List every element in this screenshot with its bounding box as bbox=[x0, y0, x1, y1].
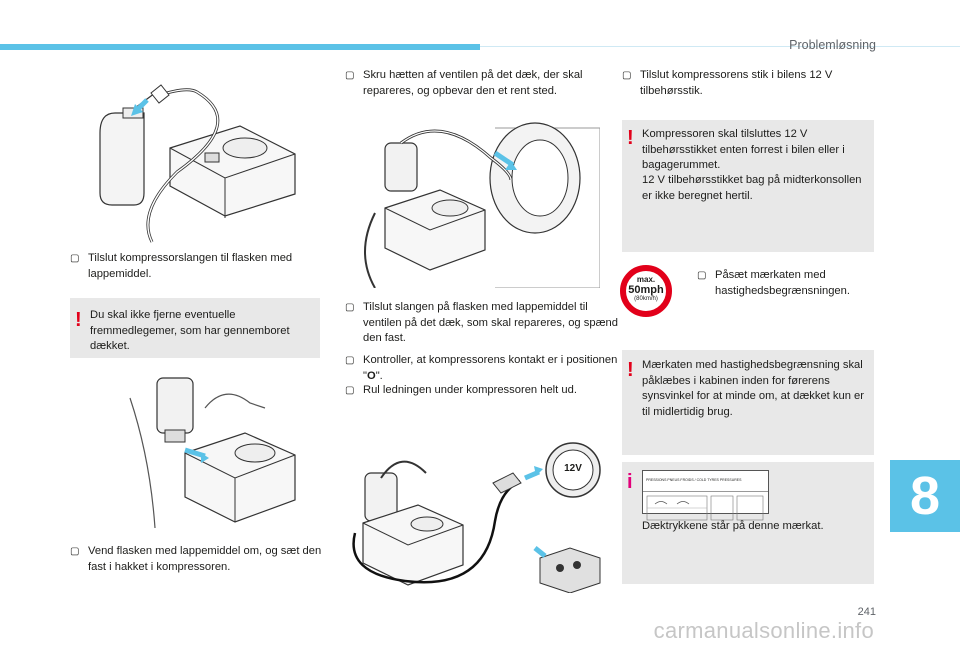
step-check-switch: Kontroller, at kompressorens kontakt er … bbox=[345, 353, 618, 384]
checkbox-bullet-icon bbox=[345, 353, 354, 369]
step-text: Vend flasken med lappemiddel om, og sæt … bbox=[88, 545, 322, 573]
illustration-hose-to-tyre-valve bbox=[345, 118, 600, 288]
step-text-end: ". bbox=[375, 369, 383, 382]
warning-text: Du skal ikke fjerne eventuelle fremmedle… bbox=[90, 309, 290, 352]
info-box-tyre-pressure: i PRESSIONS PNEUS FROIDS / COLD TYRES PR… bbox=[622, 462, 874, 584]
checkbox-bullet-icon bbox=[345, 300, 354, 316]
checkbox-bullet-icon bbox=[345, 68, 354, 84]
step-connect-hose: Tilslut kompressorslangen til flasken me… bbox=[70, 251, 338, 282]
watermark: carmanualsonline.info bbox=[653, 618, 874, 643]
checkbox-bullet-icon bbox=[345, 383, 354, 399]
info-icon: i bbox=[627, 471, 633, 493]
checkbox-bullet-icon bbox=[622, 68, 631, 84]
step-plug-into-socket: Tilslut kompressorens stik i bilens 12 V… bbox=[622, 68, 892, 99]
socket-12v-label: 12V bbox=[564, 463, 582, 474]
warning-text-2: 12 V tilbehørsstikket bag på midterkonso… bbox=[642, 174, 862, 202]
step-mount-bottle: Vend flasken med lappemiddel om, og sæt … bbox=[70, 544, 338, 575]
header-accent-bar bbox=[0, 44, 480, 50]
sticker-kmh: (80km/h) bbox=[634, 296, 658, 302]
sticker-max: max. bbox=[636, 275, 656, 284]
illustration-12v-socket: 12V bbox=[345, 438, 605, 593]
step-text: Kontroller, at kompressorens kontakt er … bbox=[363, 354, 618, 382]
tyre-pressure-label-title: PRESSIONS PNEUS FROIDS / COLD TYRES PRES… bbox=[643, 471, 768, 492]
step-text: Påsæt mærkaten med hastighedsbegrænsning… bbox=[715, 269, 850, 297]
step-text: Tilslut kompressorslangen til flasken me… bbox=[88, 252, 293, 280]
speed-limit-sticker: max. 50mph (80km/h) bbox=[620, 265, 672, 317]
illustration-hose-to-bottle bbox=[95, 78, 300, 248]
switch-position: O bbox=[366, 369, 376, 382]
section-title: Problemløsning bbox=[789, 38, 876, 52]
warning-box: ! Du skal ikke fjerne eventuelle fremmed… bbox=[70, 298, 320, 358]
warning-icon: ! bbox=[627, 359, 634, 381]
info-text: Dæktrykkene står på denne mærkat. bbox=[642, 520, 824, 532]
checkbox-bullet-icon bbox=[697, 268, 706, 284]
step-text: Tilslut kompressorens stik i bilens 12 V… bbox=[640, 69, 833, 97]
step-remove-valve-cap: Skru hætten af ventilen på det dæk, der … bbox=[345, 68, 618, 99]
chapter-tab: 8 bbox=[890, 460, 960, 532]
tyre-pressure-label-grid bbox=[646, 495, 764, 520]
step-connect-valve: Tilslut slangen på flasken med lappemidd… bbox=[345, 300, 618, 347]
warning-icon: ! bbox=[627, 127, 634, 149]
step-text: Rul ledningen under kompressoren helt ud… bbox=[363, 384, 577, 396]
warning-icon: ! bbox=[75, 309, 82, 331]
checkbox-bullet-icon bbox=[70, 544, 79, 560]
warning-box-sticker: ! Mærkaten med hastighedsbegrænsning ska… bbox=[622, 350, 874, 455]
step-text: Tilslut slangen på flasken med lappemidd… bbox=[363, 301, 618, 344]
illustration-bottle-into-compressor bbox=[125, 368, 300, 538]
warning-text: Mærkaten med hastighedsbegrænsning skal … bbox=[642, 359, 864, 418]
warning-box-socket: ! Kompressoren skal tilsluttes 12 V tilb… bbox=[622, 120, 874, 252]
tyre-pressure-label: PRESSIONS PNEUS FROIDS / COLD TYRES PRES… bbox=[642, 470, 769, 520]
step-text: Skru hætten af ventilen på det dæk, der … bbox=[363, 69, 583, 97]
header-rule bbox=[480, 46, 960, 47]
step-apply-sticker: Påsæt mærkaten med hastighedsbegrænsning… bbox=[697, 268, 893, 299]
sticker-speed: 50mph bbox=[628, 284, 664, 296]
page-number: 241 bbox=[857, 606, 876, 618]
checkbox-bullet-icon bbox=[70, 251, 79, 267]
warning-text: Kompressoren skal tilsluttes 12 V tilbeh… bbox=[642, 128, 845, 171]
step-unroll-cable: Rul ledningen under kompressoren helt ud… bbox=[345, 383, 618, 399]
